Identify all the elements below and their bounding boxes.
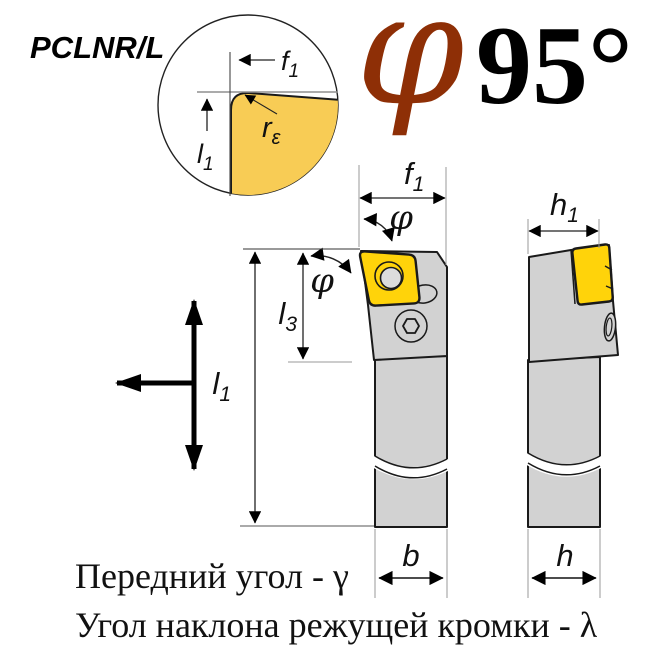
front-l3-label: l3 (278, 296, 297, 336)
side-shank (527, 356, 601, 528)
side-break-arc-top (527, 452, 601, 466)
side-h-label: h (556, 538, 573, 573)
front-screw-hex-socket (402, 318, 420, 334)
detail-f1-label: f1 (281, 46, 299, 82)
side-insert-edge-marks (604, 265, 614, 290)
front-insert-hole-outer (374, 261, 404, 291)
front-l1-label: l1 (212, 366, 231, 406)
front-phi-side-label: φ (310, 261, 334, 301)
side-insert (571, 243, 614, 306)
detail-re-label: rε (262, 112, 282, 149)
tool-code-label: PCLNR/L (30, 30, 164, 65)
side-break-arc-bottom (527, 462, 601, 476)
caption-inclination-angle: Угол наклона режущей кромки - λ (75, 605, 598, 645)
caption-rake-angle: Передний угол - γ (75, 556, 349, 596)
detail-l1-label: l1 (197, 139, 214, 175)
front-break-arc-top (374, 455, 448, 469)
approach-angle-symbol: φ (356, 0, 465, 140)
nose-detail-view: f1 l1 rε (157, 14, 339, 196)
front-break-arc-bottom (374, 465, 448, 479)
detail-re-arrow (244, 94, 278, 115)
front-view: f1 φ φ l3 l1 b (212, 156, 450, 598)
front-phi-top-label: φ (389, 198, 413, 238)
feed-direction-symbol (115, 299, 203, 471)
approach-angle-value: 95° (476, 4, 633, 128)
side-pocket-line (570, 249, 576, 305)
front-f1-label: f1 (404, 156, 424, 196)
front-phi-side-arc (310, 247, 352, 274)
side-h1-label: h1 (550, 187, 579, 227)
side-view: h1 h (525, 187, 619, 598)
front-shank (374, 355, 448, 528)
front-phi-top-arc (363, 213, 395, 242)
front-b-label: b (402, 538, 419, 573)
detail-insert-corner (230, 91, 338, 195)
side-screw-hole-inner (605, 317, 613, 337)
front-insert-hole-inner (379, 266, 403, 290)
